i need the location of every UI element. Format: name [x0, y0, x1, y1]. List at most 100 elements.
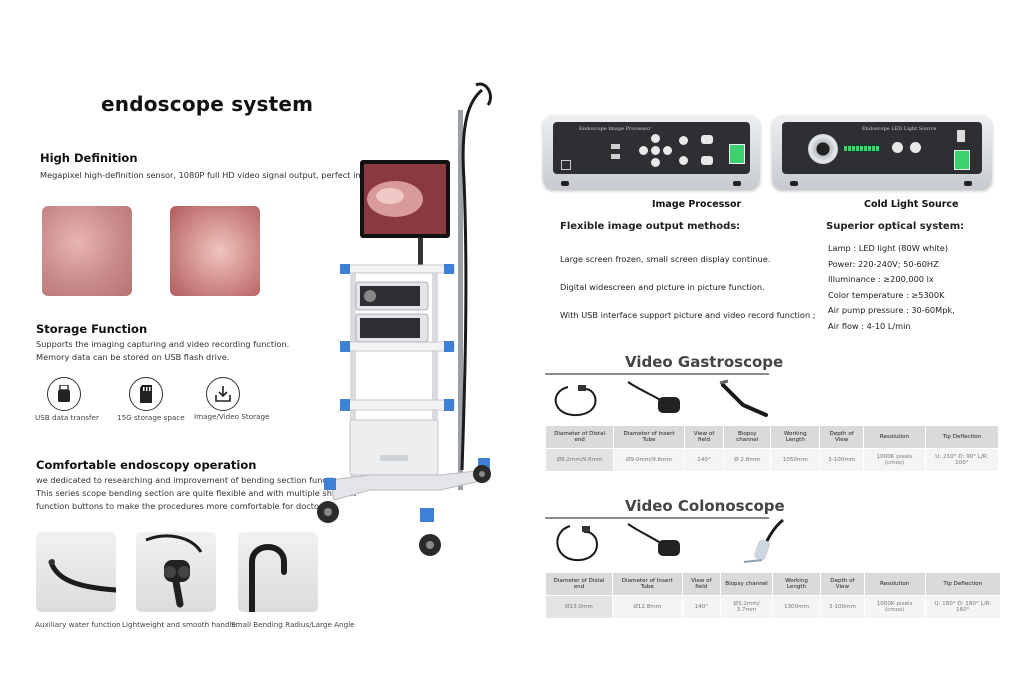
storage-heading: Storage Function: [36, 322, 148, 336]
brightness-up-button[interactable]: [910, 142, 921, 153]
download-tray-icon: [206, 377, 240, 411]
handle-caption: Lightweight and smooth handle: [122, 620, 236, 629]
optical-spec-item: Air pump pressure : 30-60Mpk,: [828, 305, 955, 315]
endoscope-cart-illustration: [317, 82, 492, 556]
table-cell: Ø9.0mm/9.6mm: [613, 448, 685, 472]
table-header-cell: Depth of View: [820, 572, 865, 596]
table-cell: Ø 2.8mm: [723, 448, 772, 472]
high-definition-heading: High Definition: [40, 151, 138, 165]
optical-spec-item: Illuminance : ≥200,000 lx: [828, 274, 934, 284]
table-cell: 1050mm: [770, 448, 821, 472]
image-output-feature-1: Large screen frozen, small screen displa…: [560, 254, 771, 264]
table-cell: 140°: [683, 448, 725, 472]
table-cell: 3-100mm: [820, 595, 865, 619]
table-header-cell: Working Length: [771, 572, 822, 596]
brightness-level-bar: [844, 146, 880, 151]
comfortable-heading: Comfortable endoscopy operation: [36, 458, 257, 472]
table-header-cell: Resolution: [863, 425, 926, 449]
gastroscope-product-images: [554, 379, 768, 417]
optical-spec-item: Lamp : LED light (80W white): [828, 243, 949, 253]
table-header-cell: View of field: [683, 425, 725, 449]
arrow-up-button[interactable]: [651, 134, 660, 143]
light-port: [808, 134, 838, 164]
table-cell: 140°: [681, 595, 722, 619]
table-cell: U: 180° D: 180° L/R: 160°: [924, 595, 1001, 619]
table-cell: Ø3.2mm/ 3.7mm: [720, 595, 773, 619]
arrow-down-button[interactable]: [651, 158, 660, 167]
storage-line-2: Memory data can be stored on USB flash d…: [36, 352, 230, 362]
power-icon: [561, 160, 571, 170]
usb-port: [611, 144, 620, 149]
usb-port: [611, 154, 620, 159]
endoscopic-image-2: [170, 206, 260, 296]
bending-radius-caption: Small Bending Radius/Large Angle: [231, 620, 355, 629]
table-cell: 1000K pixels (cmos): [863, 595, 926, 619]
table-cell: Ø9.2mm/9.8mm: [544, 448, 615, 472]
arrow-left-button[interactable]: [639, 146, 648, 155]
table-cell: Ø13.0mm: [545, 595, 613, 619]
image-output-heading: Flexible image output methods:: [560, 221, 741, 232]
handle-image: [136, 532, 216, 612]
colonoscope-product-images: [556, 518, 784, 563]
gastroscope-spec-table: Diameter of Distal end Diameter of Inser…: [544, 425, 1000, 472]
table-header-cell: Diameter of Distal end: [545, 572, 613, 596]
section-divider: [545, 373, 769, 375]
section-divider: [545, 517, 769, 519]
comfortable-line-1: we dedicated to researching and improvem…: [36, 475, 346, 485]
colonoscope-spec-table: Diameter of Distal end Diameter of Inser…: [545, 572, 1001, 619]
brightness-down-button[interactable]: [892, 142, 903, 153]
menu-button[interactable]: [701, 156, 713, 165]
optical-system-heading: Superior optical system:: [826, 221, 965, 232]
optical-spec-item: Power: 220-240V; 50-60HZ: [828, 258, 939, 269]
table-header-cell: View of field: [681, 572, 722, 596]
table-cell: Ø12.8mm: [612, 595, 683, 619]
table-header-row: Diameter of Distal end Diameter of Inser…: [545, 572, 1001, 596]
table-header-cell: Working Length: [770, 425, 821, 449]
sd-card-icon: [129, 377, 163, 411]
high-definition-text: Megapixel high-definition sensor, 1080P …: [40, 170, 382, 180]
function-button[interactable]: [679, 136, 688, 145]
image-video-storage-label: Image/Video Storage: [194, 412, 270, 421]
image-processor-device: Endoscope Image Processor: [543, 115, 760, 189]
gastroscope-heading: Video Gastroscope: [625, 353, 784, 371]
table-cell: U: 210° D: 90° L/R: 100°: [924, 448, 1000, 472]
function-button[interactable]: [679, 156, 688, 165]
table-cell: 1000K pixels (cmos): [863, 448, 926, 472]
optical-spec-item: Air flow : 4-10 L/min: [828, 320, 911, 331]
storage-line-1: Supports the imaging capturing and video…: [36, 339, 290, 349]
table-header-cell: Biopsy channel: [723, 425, 772, 449]
sd-card-label: 15G storage space: [117, 413, 185, 422]
power-switch[interactable]: [954, 150, 970, 170]
table-header-cell: Diameter of Distal end: [544, 425, 615, 449]
pump-switch[interactable]: [957, 130, 965, 142]
table-header-row: Diameter of Distal end Diameter of Inser…: [544, 425, 1000, 449]
colonoscope-heading: Video Colonoscope: [625, 497, 785, 515]
table-cell: 1300mm: [771, 595, 822, 619]
table-header-cell: Diameter of Insert Tube: [613, 425, 685, 449]
power-switch[interactable]: [729, 144, 745, 164]
table-cell: 3-100mm: [819, 448, 865, 472]
auxiliary-water-caption: Auxiliary water function: [35, 620, 121, 629]
comfortable-line-2: This series scope bending section are qu…: [36, 488, 357, 498]
table-row: Ø13.0mm Ø12.8mm 140° Ø3.2mm/ 3.7mm 1300m…: [545, 595, 1001, 619]
table-header-cell: Depth of View: [819, 425, 865, 449]
table-header-cell: Diameter of Insert Tube: [612, 572, 683, 596]
menu-button[interactable]: [701, 135, 713, 144]
light-source-panel-text: Endoscope LED Light Source: [862, 126, 937, 132]
auxiliary-water-image: [36, 532, 119, 612]
bending-radius-image: [238, 532, 318, 615]
cold-light-source-label: Cold Light Source: [864, 199, 959, 210]
image-output-feature-3: With USB interface support picture and v…: [560, 310, 816, 320]
table-header-cell: Tip Deflection: [924, 572, 1001, 596]
optical-spec-list: Lamp : LED light (80W white) Power: 220-…: [828, 241, 955, 334]
endoscopic-image-1: [42, 206, 132, 296]
table-header-cell: Biopsy channel: [720, 572, 773, 596]
processor-panel-text: Endoscope Image Processor: [579, 126, 651, 132]
arrow-right-button[interactable]: [663, 146, 672, 155]
ok-button[interactable]: [651, 146, 660, 155]
usb-icon: [47, 377, 81, 411]
page-title: endoscope system: [101, 92, 314, 116]
table-row: Ø9.2mm/9.8mm Ø9.0mm/9.6mm 140° Ø 2.8mm 1…: [544, 448, 1000, 472]
image-output-feature-2: Digital widescreen and picture in pictur…: [560, 282, 765, 292]
table-header-cell: Tip Deflection: [924, 425, 1000, 449]
